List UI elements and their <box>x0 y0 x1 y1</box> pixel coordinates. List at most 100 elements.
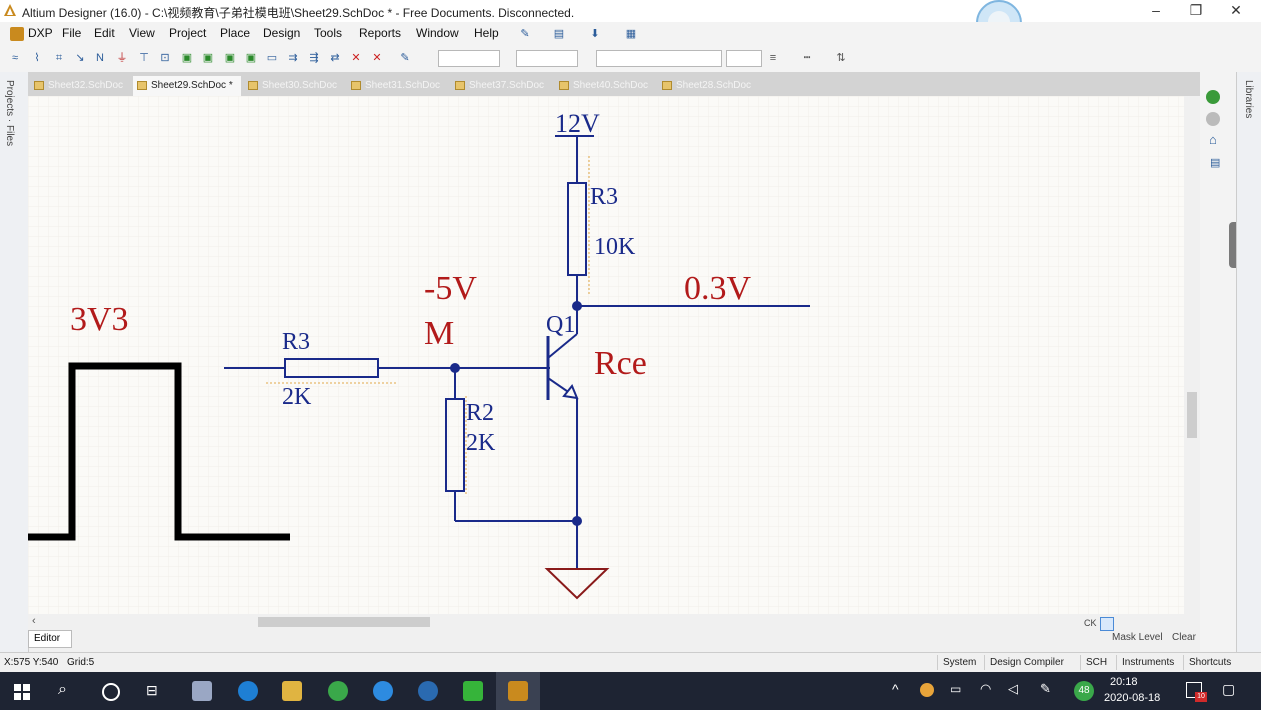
no-erc-multi-icon[interactable]: ✕ <box>372 52 382 64</box>
directive-icon[interactable]: ⇶ <box>309 52 319 64</box>
tab-sheet29[interactable]: Sheet29.SchDoc * <box>133 76 241 96</box>
menu-view[interactable]: View <box>129 26 155 40</box>
tray-chevron-icon[interactable]: ^ <box>892 681 899 697</box>
line-icon[interactable]: ↘ <box>75 52 85 64</box>
bus-icon[interactable]: ≈ <box>11 52 19 64</box>
windows-start-icon[interactable] <box>14 684 30 700</box>
notification-app-icon[interactable] <box>1186 682 1202 698</box>
battery-icon[interactable]: ▭ <box>950 682 962 696</box>
app-blue-icon[interactable] <box>373 681 393 701</box>
menu-place[interactable]: Place <box>220 26 251 40</box>
dxp-icon[interactable] <box>10 27 24 41</box>
horizontal-scrollbar[interactable]: ‹ <box>28 614 1200 630</box>
tab-sheet40[interactable]: Sheet40.SchDoc <box>555 76 656 96</box>
ground-icon[interactable]: ⏚ <box>116 52 128 64</box>
instruments-button[interactable]: Instruments <box>1116 655 1179 670</box>
scroll-left-icon[interactable]: ‹ <box>32 615 36 627</box>
wechat-icon[interactable] <box>463 681 483 701</box>
libraries-panel-label[interactable]: Libraries <box>1243 80 1254 119</box>
network-app-icon[interactable] <box>418 681 438 701</box>
horizontal-scroll-thumb[interactable] <box>258 617 430 627</box>
distribute-icon[interactable]: ⇅ <box>836 52 846 64</box>
clear-button[interactable]: Clear <box>1172 632 1196 643</box>
wifi-icon[interactable]: ◠ <box>980 681 992 696</box>
tab-sheet28[interactable]: Sheet28.SchDoc <box>658 76 759 96</box>
menu-help[interactable]: Help <box>474 26 499 40</box>
harness-icon[interactable]: ⌗ <box>55 52 63 64</box>
tab-sheet37[interactable]: Sheet37.SchDoc <box>451 76 552 96</box>
line-style-icon[interactable]: ┅ <box>803 52 811 64</box>
projects-panel-label[interactable]: Projects · Files <box>4 80 15 147</box>
mask-toggle-icon[interactable] <box>1100 617 1114 631</box>
font-combo[interactable] <box>438 50 500 67</box>
pen-tray-icon[interactable]: ✎ <box>1040 681 1051 696</box>
vertical-scroll-thumb[interactable] <box>1187 392 1197 438</box>
menu-reports[interactable]: Reports <box>359 26 402 40</box>
net-label-icon[interactable]: N <box>96 52 104 64</box>
align-icon[interactable]: ≡ <box>769 52 777 64</box>
menu-window[interactable]: Window <box>416 26 459 40</box>
sheet-entry-icon[interactable]: ▣ <box>202 52 214 64</box>
app-green-icon[interactable] <box>328 681 348 701</box>
tray-app-icon[interactable] <box>920 683 934 697</box>
volume-icon[interactable]: ◁ <box>1008 681 1018 696</box>
ground-symbol[interactable] <box>544 568 610 600</box>
shortcuts-button[interactable]: Shortcuts <box>1183 655 1236 670</box>
tab-sheet30[interactable]: Sheet30.SchDoc <box>244 76 345 96</box>
sch-button[interactable]: SCH <box>1080 655 1112 670</box>
edge-icon[interactable] <box>238 681 258 701</box>
grid-tool-icon[interactable]: ▦ <box>625 28 637 40</box>
projects-panel[interactable]: Projects · Files <box>0 72 29 652</box>
device-sheet-icon[interactable]: ▣ <box>224 52 236 64</box>
schematic-canvas[interactable]: 12V R3 10K 0.3V -5V M 3V3 R3 2K R2 2K Q1… <box>28 96 1200 616</box>
task-view-icon[interactable]: ⊟ <box>146 682 158 698</box>
minimize-button[interactable]: – <box>1152 2 1160 18</box>
forward-icon[interactable] <box>1206 90 1220 104</box>
system-button[interactable]: System <box>937 655 981 670</box>
vcc-icon[interactable]: ⊤ <box>139 52 149 64</box>
c-code-icon[interactable]: ▣ <box>245 52 257 64</box>
size-combo[interactable] <box>516 50 578 67</box>
menu-project[interactable]: Project <box>169 26 207 40</box>
bus-entry-icon[interactable]: ⌇ <box>34 52 40 64</box>
sheet-symbol-icon[interactable]: ▣ <box>181 52 193 64</box>
offsheet-icon[interactable]: ⇉ <box>288 52 298 64</box>
doc-tool-icon[interactable]: ▤ <box>553 28 565 40</box>
badge-48[interactable]: 48 <box>1074 681 1094 701</box>
port-icon[interactable]: ▭ <box>266 52 278 64</box>
editor-tab[interactable]: Editor <box>28 630 72 648</box>
vertical-scrollbar[interactable] <box>1184 96 1200 614</box>
menu-edit[interactable]: Edit <box>94 26 115 40</box>
menu-design[interactable]: Design <box>263 26 301 40</box>
menu-dxp[interactable]: DXP <box>28 26 53 40</box>
libraries-panel[interactable]: Libraries <box>1236 72 1261 652</box>
tab-sheet32[interactable]: Sheet32.SchDoc <box>30 76 131 96</box>
pen-icon[interactable]: ✎ <box>400 52 410 64</box>
search-icon[interactable]: ⌕ <box>58 681 67 698</box>
close-button[interactable]: ✕ <box>1230 2 1242 18</box>
file-explorer-icon[interactable] <box>282 681 302 701</box>
tab-sheet31[interactable]: Sheet31.SchDoc <box>347 76 448 96</box>
arrow-down-tool-icon[interactable]: ⬇ <box>590 28 600 40</box>
menu-tools[interactable]: Tools <box>314 26 343 40</box>
design-compiler-button[interactable]: Design Compiler <box>984 655 1069 670</box>
generic-no-erc-icon[interactable]: ⇄ <box>330 52 340 64</box>
calculator-icon[interactable] <box>192 681 212 701</box>
back-icon[interactable] <box>1206 112 1220 126</box>
grid-size: Grid:5 <box>67 657 95 668</box>
mask-level-button[interactable]: Mask Level <box>1112 632 1163 643</box>
cortana-icon[interactable] <box>102 683 120 701</box>
clock-time[interactable]: 20:18 <box>1110 676 1138 688</box>
action-center-icon[interactable]: ▢ <box>1222 681 1236 697</box>
part-icon[interactable]: ⊡ <box>160 52 170 64</box>
home-icon[interactable]: ⌂ <box>1209 132 1217 147</box>
no-erc-icon[interactable]: ✕ <box>351 52 361 64</box>
doc-icon[interactable]: ▤ <box>1210 157 1221 169</box>
width-combo[interactable] <box>726 50 762 67</box>
style-combo[interactable] <box>596 50 722 67</box>
altium-taskbar-button[interactable] <box>496 672 540 710</box>
menu-file[interactable]: File <box>62 26 82 40</box>
maximize-button[interactable]: ❐ <box>1189 2 1203 18</box>
clock-date[interactable]: 2020-08-18 <box>1104 692 1161 704</box>
wire-tool-icon[interactable]: ✎ <box>520 28 530 40</box>
